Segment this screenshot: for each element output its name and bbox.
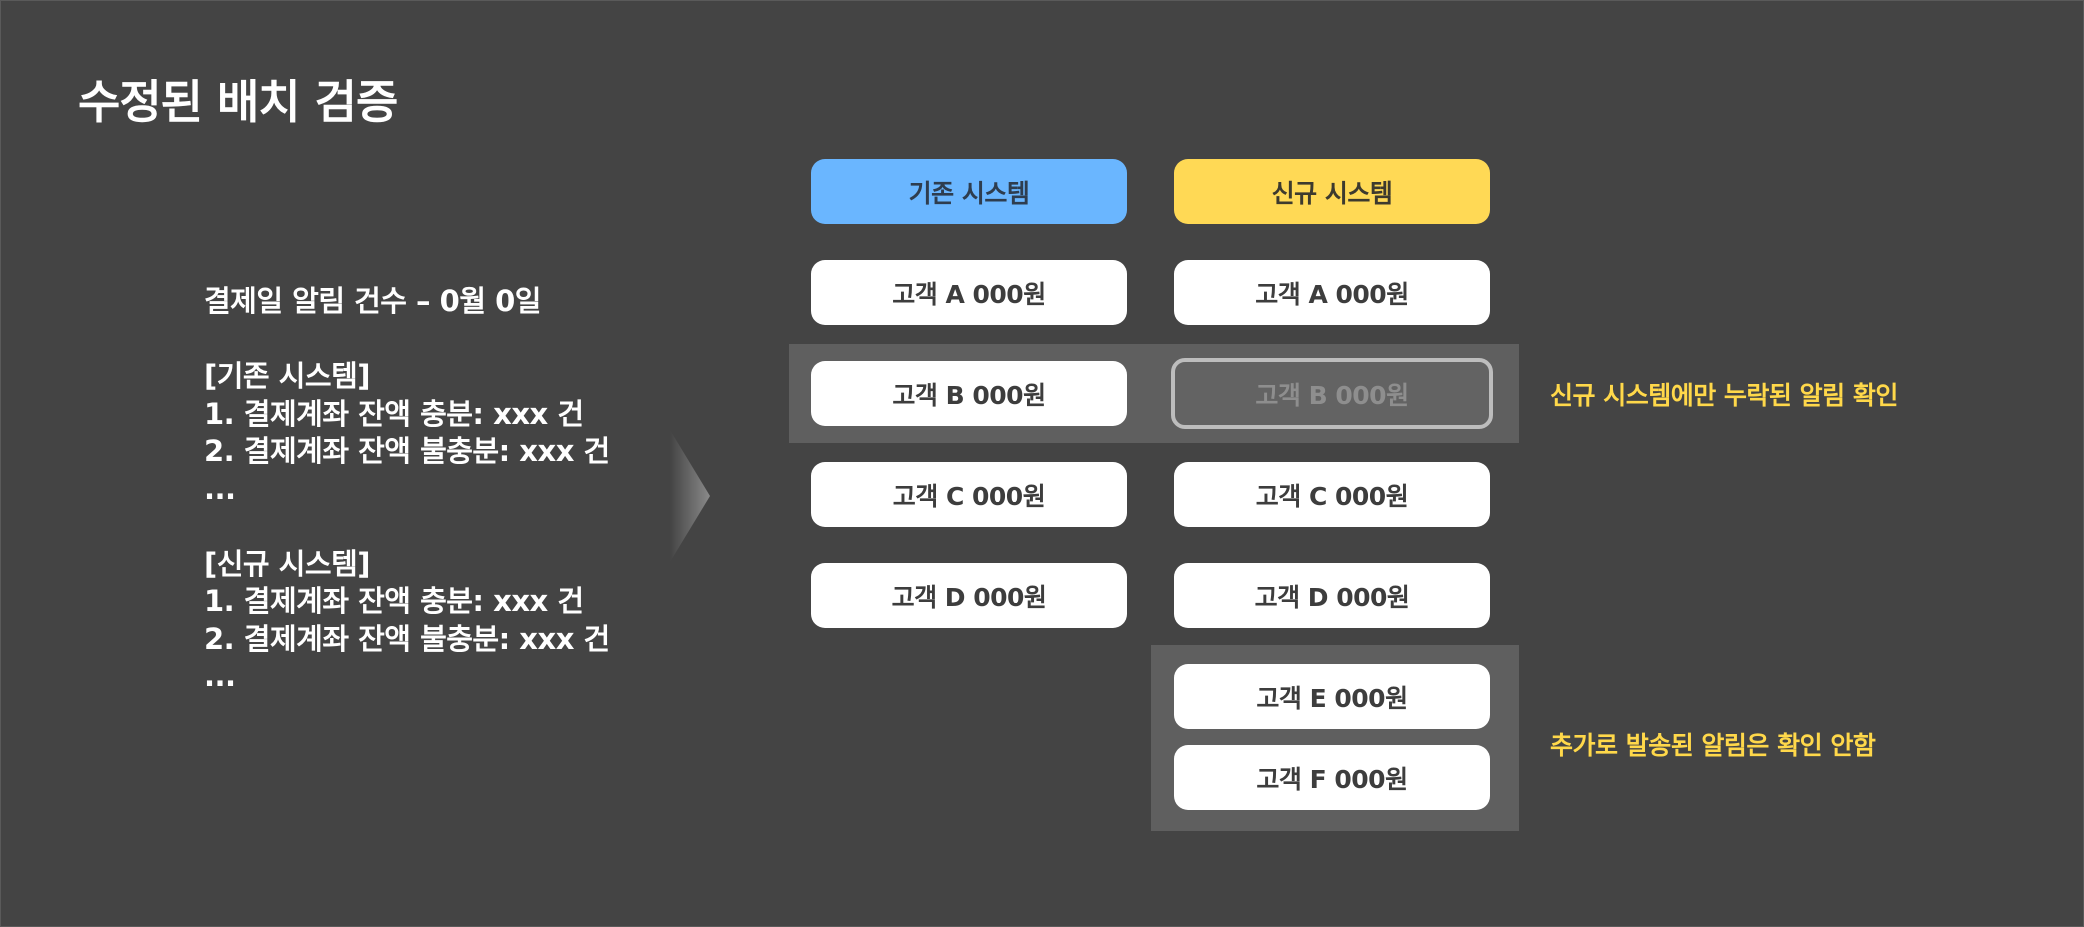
new-system-item-2: 2. 결제계좌 잔액 불충분: xxx 건 (204, 621, 610, 656)
extra-notification-note: 추가로 발송된 알림은 확인 안함 (1550, 731, 1876, 760)
new-system-row-e: 고객 E 000원 (1174, 664, 1490, 729)
old-system-label: [기존 시스템] (204, 359, 371, 393)
missing-notification-note: 신규 시스템에만 누락된 알림 확인 (1550, 381, 1898, 410)
new-system-header: 신규 시스템 (1174, 159, 1490, 224)
old-system-row-a: 고객 A 000원 (811, 260, 1127, 325)
old-system-row-c: 고객 C 000원 (811, 462, 1127, 527)
old-system-item-2: 2. 결제계좌 잔액 불충분: xxx 건 (204, 434, 610, 468)
old-system-item-1: 1. 결제계좌 잔액 충분: xxx 건 (204, 396, 584, 431)
new-system-row-d: 고객 D 000원 (1174, 563, 1490, 628)
old-system-row-d: 고객 D 000원 (811, 563, 1127, 628)
old-system-header: 기존 시스템 (811, 159, 1127, 224)
new-system-label: [신규 시스템] (204, 546, 371, 581)
page-title: 수정된 배치 검증 (78, 75, 398, 129)
chevron-right-arrow-icon (670, 430, 710, 562)
new-system-row-b-missing: 고객 B 000원 (1171, 358, 1493, 429)
old-system-row-b: 고객 B 000원 (811, 361, 1127, 426)
description-heading: 결제일 알림 건수 – 0월 0일 (204, 284, 541, 318)
new-system-row-a: 고객 A 000원 (1174, 260, 1490, 325)
new-system-row-f: 고객 F 000원 (1174, 745, 1490, 810)
new-system-row-c: 고객 C 000원 (1174, 462, 1490, 527)
new-system-item-more: ... (204, 659, 236, 693)
new-system-item-1: 1. 결제계좌 잔액 충분: xxx 건 (204, 584, 584, 618)
notification-count-description: 결제일 알림 건수 – 0월 0일 [기존 시스템] 1. 결제계좌 잔액 충분… (204, 283, 610, 696)
old-system-item-more: ... (204, 471, 236, 506)
